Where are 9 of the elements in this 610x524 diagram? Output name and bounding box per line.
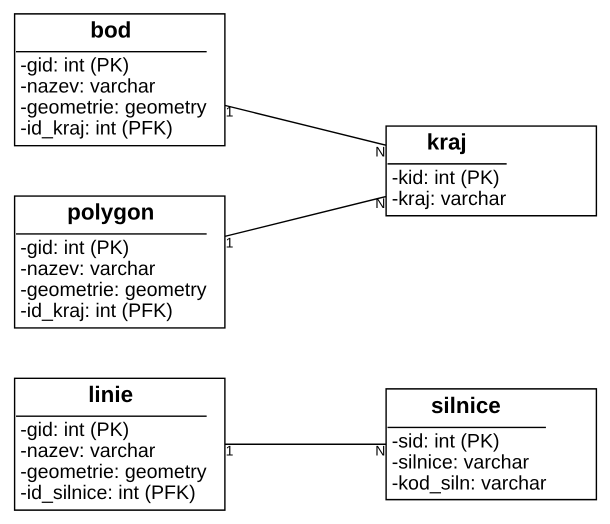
- connector: [224, 104, 386, 146]
- label: 1: [225, 104, 233, 120]
- connector: [224, 444, 386, 445]
- label: N: [374, 442, 385, 458]
- label: 1: [225, 442, 233, 458]
- label: N: [374, 143, 385, 160]
- label: N: [374, 194, 385, 211]
- connector: [224, 196, 386, 237]
- label: 1: [225, 234, 233, 250]
